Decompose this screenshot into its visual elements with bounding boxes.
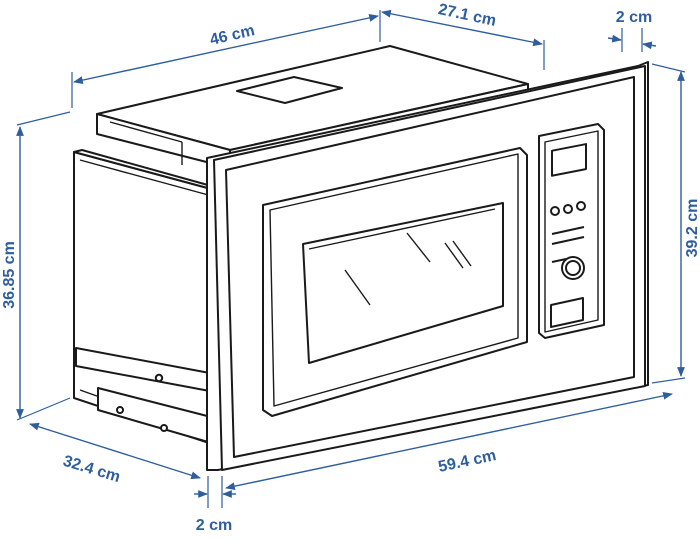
door bbox=[262, 147, 528, 417]
dimension-depth-bottom: 32.4 cm bbox=[29, 422, 201, 486]
dimension-frame-top-offset: 2 cm bbox=[607, 9, 657, 52]
display-screen bbox=[551, 143, 587, 177]
label-frame-bottom-offset: 2 cm bbox=[196, 517, 232, 534]
side-body bbox=[73, 149, 216, 446]
control-panel bbox=[538, 123, 605, 339]
label-depth-total: 46 cm bbox=[208, 22, 256, 49]
dimension-height-body: 36.85 cm bbox=[1, 111, 71, 421]
door-open-button bbox=[550, 297, 584, 328]
door-window bbox=[302, 202, 504, 364]
label-height-body: 36.85 cm bbox=[1, 241, 18, 309]
control-button-3 bbox=[576, 201, 586, 211]
label-frame-top-offset: 2 cm bbox=[616, 9, 652, 26]
control-button-2 bbox=[563, 204, 573, 214]
label-depth-bottom: 32.4 cm bbox=[61, 453, 122, 486]
dimension-frame-bottom-offset: 2 cm bbox=[194, 476, 236, 534]
label-height-frame: 39.2 cm bbox=[684, 199, 700, 258]
label-depth-top: 27.1 cm bbox=[437, 1, 498, 30]
dimension-height-frame: 39.2 cm bbox=[651, 63, 700, 384]
control-button-1 bbox=[550, 206, 560, 216]
microwave-illustration bbox=[73, 45, 649, 471]
label-width-frame: 59.4 cm bbox=[437, 447, 498, 476]
